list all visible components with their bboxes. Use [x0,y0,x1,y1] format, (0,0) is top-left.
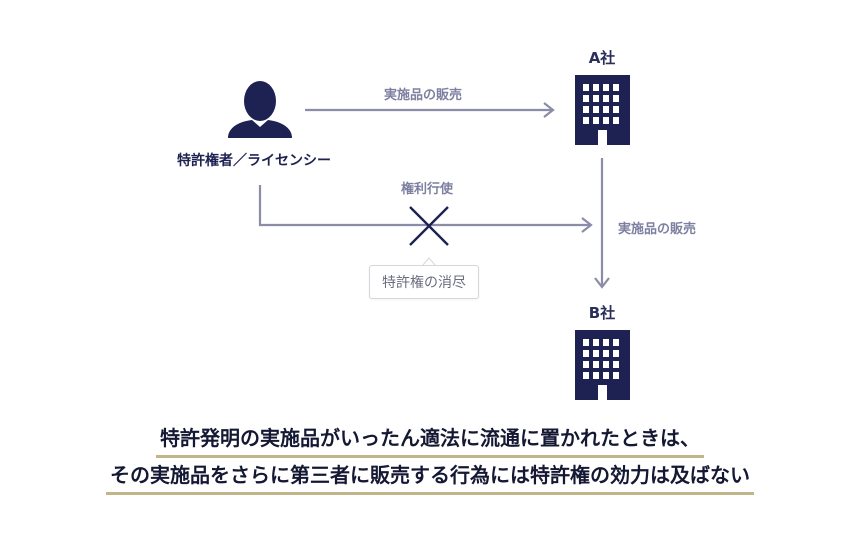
caption-line-1: 特許発明の実施品がいったん適法に流通に置かれたときは、 [0,422,860,458]
exhaustion-label-box: 特許権の消尽 [369,265,479,299]
exhaustion-label: 特許権の消尽 [382,275,466,291]
company-b-label: B社 [588,304,616,322]
enforcement-label: 権利行使 [401,182,454,197]
sale-a-to-b-label: 実施品の販売 [618,222,697,237]
enforcement-arrow [258,185,593,233]
sale-arrow-to-company-b [594,158,610,289]
exhaustion-pointer [422,257,436,266]
caption-line-1-text: 特許発明の実施品がいったん適法に流通に置かれたときは、 [156,422,704,458]
person-icon [228,81,292,138]
company-a-label: A社 [588,49,616,67]
caption-line-2-text: その実施品をさらに第三者に販売する行為には特許権の効力は及ばない [106,459,754,495]
cross-mark-icon [409,206,449,246]
sale-arrow-to-company-a [305,102,555,118]
building-icon-company-b [575,330,630,400]
sale-to-a-label: 実施品の販売 [384,88,463,103]
caption-line-2: その実施品をさらに第三者に販売する行為には特許権の効力は及ばない [0,459,860,495]
person-label: 特許権者／ライセンシー [177,153,331,169]
building-icon-company-a [575,75,630,145]
